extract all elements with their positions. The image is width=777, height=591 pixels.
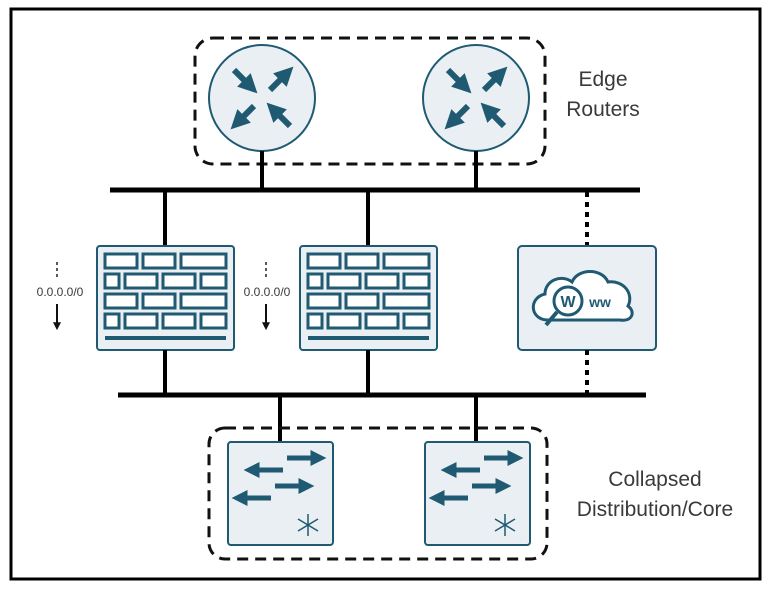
snowflake-icon: [494, 514, 516, 536]
default-route-indicator: 0.0.0.0/0: [244, 262, 291, 331]
layer3-switch-icon[interactable]: [424, 441, 531, 546]
core-label-line2: Distribution/Core: [577, 498, 733, 521]
core-group: [207, 426, 549, 561]
web-cloud-icon[interactable]: W ww: [517, 245, 657, 351]
web-icon-w: W: [560, 294, 576, 311]
edge-label-line2: Routers: [566, 98, 640, 121]
router-icon[interactable]: [208, 44, 316, 152]
edge-label-line1: Edge: [578, 68, 627, 91]
default-route-label: 0.0.0.0/0: [244, 285, 291, 299]
layer3-switch-icon[interactable]: [227, 441, 334, 546]
default-route-indicator: 0.0.0.0/0: [37, 262, 84, 331]
default-route-label: 0.0.0.0/0: [37, 285, 84, 299]
outer-frame: [9, 7, 762, 581]
snowflake-icon: [297, 514, 319, 536]
firewall-icon[interactable]: [96, 245, 235, 351]
core-label-line1: Collapsed: [608, 468, 701, 491]
firewall-icon[interactable]: [299, 245, 438, 351]
edge-routers-group: [193, 36, 547, 166]
router-icon[interactable]: [422, 44, 530, 152]
web-icon-ww: ww: [588, 294, 611, 310]
